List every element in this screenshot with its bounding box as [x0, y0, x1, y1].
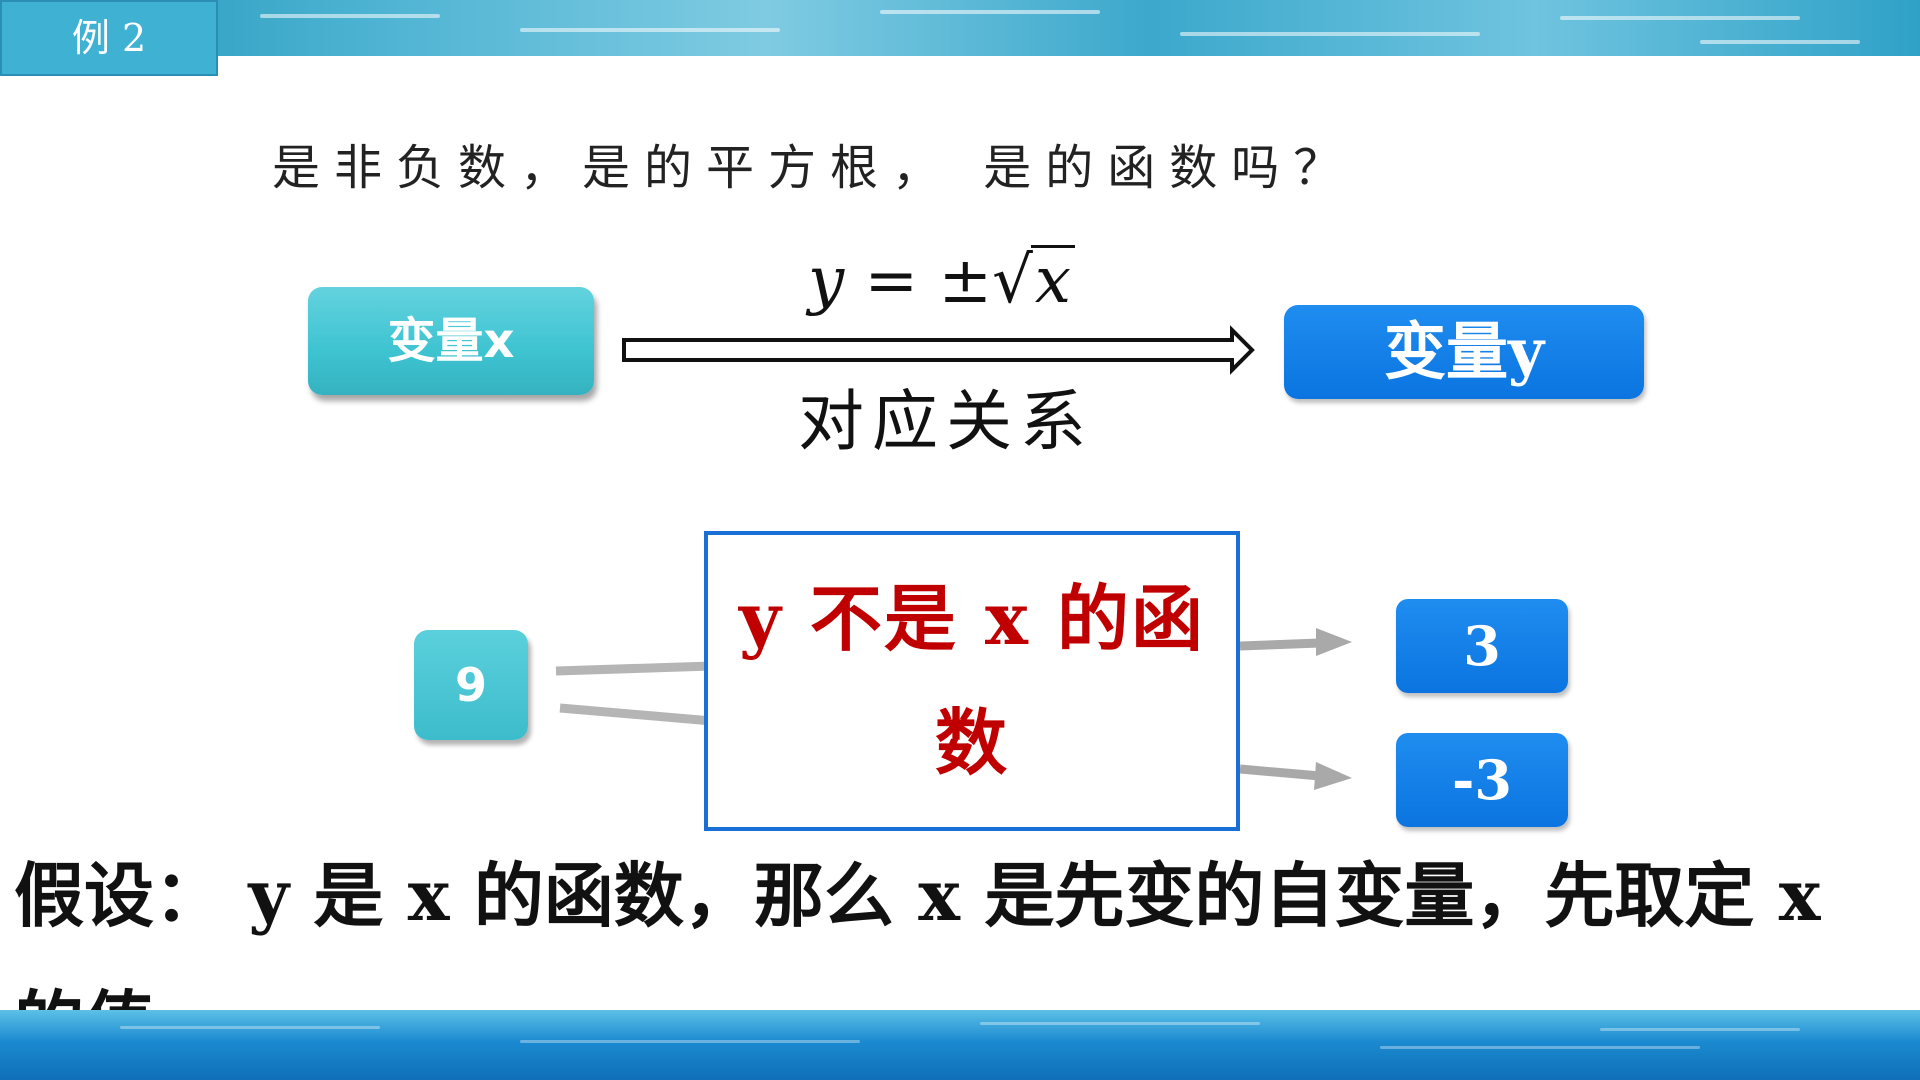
example-tag: 例 2 — [0, 0, 218, 76]
question-text: 是非负数，是的平方根， 是的函数吗？ — [272, 140, 1356, 196]
target-variable-box: 变量y — [1284, 305, 1644, 399]
connector-line-upper — [555, 661, 713, 676]
arrow-to-minus-3 — [1239, 762, 1352, 790]
formula-equals: = — [864, 244, 919, 318]
mapping-formula: y = ±√x — [808, 244, 1075, 318]
arrow-to-3 — [1239, 628, 1352, 656]
verdict-line-2: 数 — [934, 700, 1009, 785]
output-value-box-negative: -3 — [1396, 733, 1568, 827]
mapping-arrow — [622, 325, 1255, 375]
formula-radicand: x — [1030, 245, 1075, 314]
connector-line-lower — [559, 703, 713, 726]
output-value-box-positive: 3 — [1396, 599, 1568, 693]
formula-radical-sign: √ — [992, 244, 1033, 318]
formula-plus-minus: ± — [938, 244, 993, 318]
top-water-banner — [0, 0, 1920, 56]
bottom-water-banner — [0, 1010, 1920, 1080]
verdict-box: y 不是 x 的函 数 — [704, 531, 1240, 831]
input-value-box: 9 — [414, 630, 528, 740]
formula-lhs: y — [808, 244, 845, 318]
source-variable-box: 变量x — [308, 287, 594, 395]
verdict-line-1: y 不是 x 的函 — [739, 576, 1205, 661]
relation-label: 对应关系 — [798, 383, 1094, 460]
